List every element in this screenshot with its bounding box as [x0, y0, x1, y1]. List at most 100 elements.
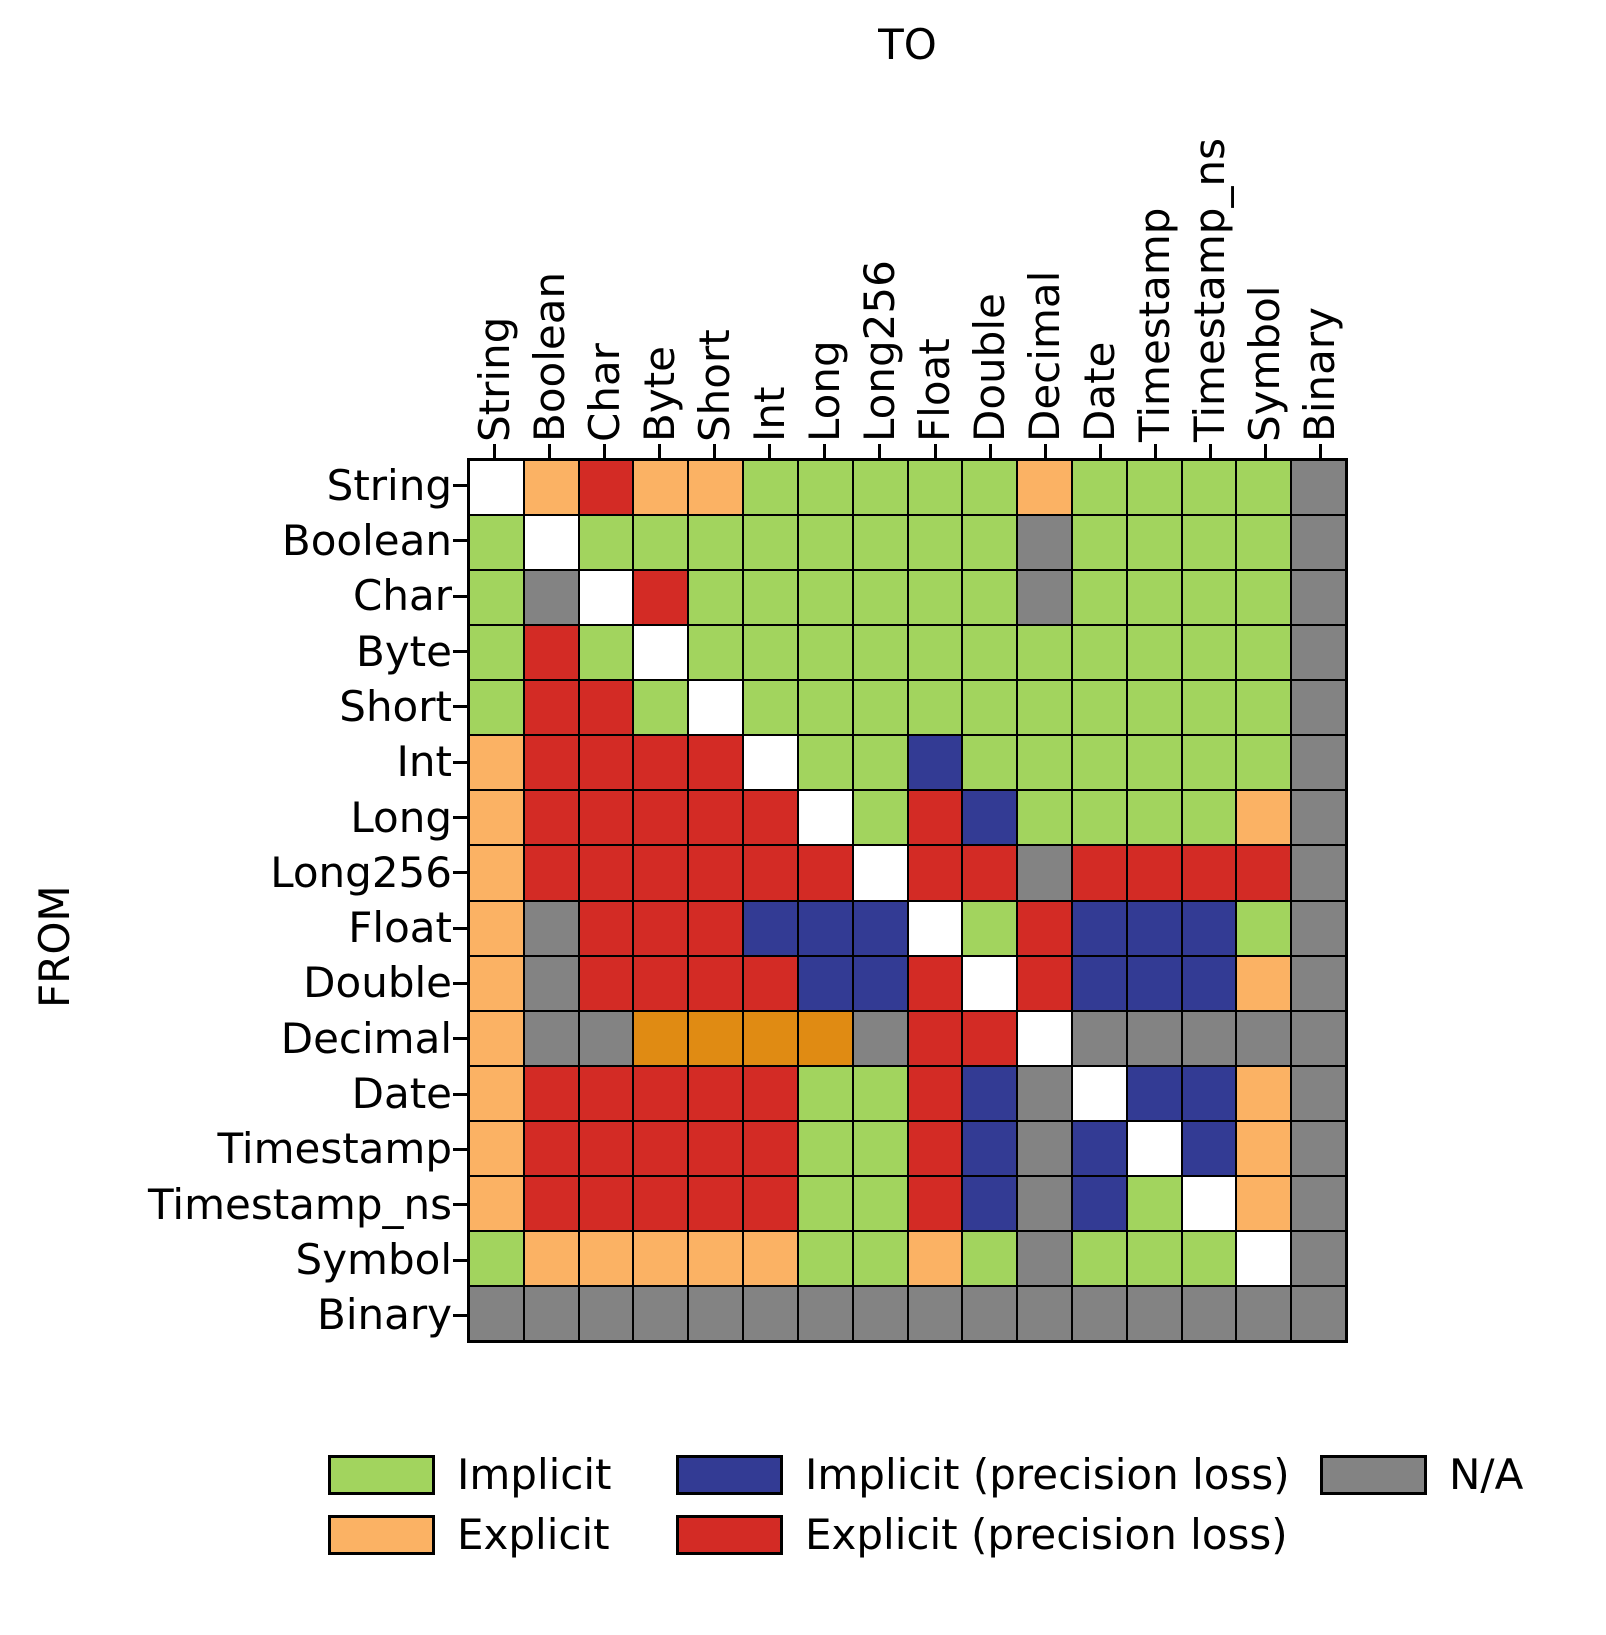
matrix-cell-Timestamp_ns-to-Long256: [852, 1175, 908, 1231]
matrix-cell-Int-to-Float: [907, 735, 963, 791]
matrix-cell-Byte-to-Char: [578, 625, 634, 681]
matrix-cell-Double-to-Short: [688, 955, 744, 1011]
matrix-cell-Decimal-to-Byte: [633, 1010, 689, 1066]
column-label-Boolean: Boolean: [524, 271, 574, 442]
top-tick-mark: [878, 444, 882, 458]
matrix-cell-Decimal-to-Long: [797, 1010, 853, 1066]
matrix-cell-Float-to-Long: [797, 900, 853, 956]
top-tick-mark: [658, 444, 662, 458]
matrix-cell-Int-to-Binary: [1291, 735, 1346, 791]
column-label-Byte: Byte: [634, 346, 684, 442]
matrix-cell-Boolean-to-Timestamp: [1126, 515, 1182, 571]
matrix-cell-Long-to-Timestamp_ns: [1181, 790, 1237, 846]
matrix-cell-Timestamp-to-Long: [797, 1120, 853, 1176]
matrix-cell-Byte-to-Float: [907, 625, 963, 681]
matrix-cell-Timestamp-to-Symbol: [1236, 1120, 1292, 1176]
matrix-cell-Long-to-Symbol: [1236, 790, 1292, 846]
matrix-cell-Char-to-Boolean: [523, 570, 579, 626]
matrix-cell-Symbol-to-Short: [688, 1230, 744, 1286]
matrix-cell-Timestamp_ns-to-Float: [907, 1175, 963, 1231]
x-axis-title: TO: [878, 20, 937, 69]
matrix-cell-Long-to-Long256: [852, 790, 908, 846]
matrix-cell-Boolean-to-Float: [907, 515, 963, 571]
row-label-Decimal: Decimal: [280, 1013, 452, 1063]
matrix-cell-String-to-Int: [743, 460, 798, 516]
matrix-cell-Symbol-to-Float: [907, 1230, 963, 1286]
matrix-cell-Date-to-Long: [797, 1065, 853, 1121]
matrix-cell-String-to-String: [469, 460, 524, 516]
top-tick-mark: [1043, 444, 1047, 458]
left-tick-mark: [453, 594, 467, 598]
matrix-cell-Float-to-String: [469, 900, 524, 956]
legend-label: Implicit (precision loss): [805, 1450, 1290, 1499]
matrix-cell-Binary-to-Timestamp_ns: [1181, 1285, 1237, 1341]
matrix-cell-Float-to-Double: [962, 900, 1018, 956]
matrix-cell-String-to-Char: [578, 460, 634, 516]
matrix-cell-Long256-to-Decimal: [1017, 845, 1072, 901]
matrix-cell-Short-to-Boolean: [523, 680, 579, 736]
matrix-cell-Byte-to-Int: [743, 625, 798, 681]
matrix-cell-Float-to-Long256: [852, 900, 908, 956]
matrix-cell-String-to-Boolean: [523, 460, 579, 516]
matrix-cell-Binary-to-Long256: [852, 1285, 908, 1341]
matrix-cell-Int-to-Long256: [852, 735, 908, 791]
matrix-cell-Float-to-Timestamp: [1126, 900, 1182, 956]
matrix-cell-Symbol-to-Char: [578, 1230, 634, 1286]
matrix-cell-Long-to-Double: [962, 790, 1018, 846]
matrix-cell-Double-to-Date: [1071, 955, 1127, 1011]
left-tick-mark: [453, 1037, 467, 1041]
matrix-cell-Boolean-to-String: [469, 515, 524, 571]
matrix-cell-Symbol-to-Long256: [852, 1230, 908, 1286]
matrix-cell-Int-to-Decimal: [1017, 735, 1072, 791]
matrix-cell-Char-to-Short: [688, 570, 744, 626]
matrix-cell-Date-to-Short: [688, 1065, 744, 1121]
matrix-cell-Long256-to-Timestamp_ns: [1181, 845, 1237, 901]
matrix-cell-Long-to-Short: [688, 790, 744, 846]
matrix-cell-Timestamp_ns-to-Byte: [633, 1175, 689, 1231]
matrix-cell-Byte-to-Binary: [1291, 625, 1346, 681]
left-tick-mark: [453, 1258, 467, 1262]
matrix-cell-Decimal-to-Date: [1071, 1010, 1127, 1066]
matrix-cell-Boolean-to-Int: [743, 515, 798, 571]
matrix-cell-Double-to-Long: [797, 955, 853, 1011]
legend-label: Implicit: [457, 1450, 612, 1499]
left-tick-mark: [453, 981, 467, 985]
matrix-cell-Symbol-to-Long: [797, 1230, 853, 1286]
column-label-Decimal: Decimal: [1020, 270, 1070, 442]
matrix-cell-Double-to-Float: [907, 955, 963, 1011]
top-tick-mark: [823, 444, 827, 458]
matrix-cell-Timestamp_ns-to-Timestamp: [1126, 1175, 1182, 1231]
matrix-cell-Timestamp_ns-to-Short: [688, 1175, 744, 1231]
row-label-Binary: Binary: [317, 1290, 452, 1340]
matrix-cell-Binary-to-Timestamp: [1126, 1285, 1182, 1341]
matrix-cell-Date-to-Char: [578, 1065, 634, 1121]
matrix-cell-Timestamp-to-Timestamp_ns: [1181, 1120, 1237, 1176]
row-label-Float: Float: [348, 903, 452, 953]
matrix-cell-Timestamp_ns-to-Int: [743, 1175, 798, 1231]
matrix-cell-String-to-Symbol: [1236, 460, 1292, 516]
row-label-Byte: Byte: [356, 626, 452, 676]
matrix-cell-Byte-to-Long: [797, 625, 853, 681]
matrix-cell-Float-to-Decimal: [1017, 900, 1072, 956]
matrix-cell-Short-to-Timestamp: [1126, 680, 1182, 736]
matrix-cell-Decimal-to-Timestamp_ns: [1181, 1010, 1237, 1066]
matrix-cell-Short-to-Byte: [633, 680, 689, 736]
matrix-cell-Date-to-String: [469, 1065, 524, 1121]
row-label-Long: Long: [350, 792, 452, 842]
matrix-cell-Float-to-Date: [1071, 900, 1127, 956]
legend-label: N/A: [1449, 1450, 1524, 1499]
left-tick-mark: [453, 1203, 467, 1207]
row-label-Timestamp_ns: Timestamp_ns: [148, 1179, 452, 1229]
matrix-cell-Timestamp_ns-to-String: [469, 1175, 524, 1231]
column-label-Double: Double: [965, 293, 1015, 442]
matrix-cell-Timestamp_ns-to-Date: [1071, 1175, 1127, 1231]
matrix-cell-Char-to-Long256: [852, 570, 908, 626]
matrix-cell-Timestamp_ns-to-Boolean: [523, 1175, 579, 1231]
matrix-cell-Timestamp-to-Binary: [1291, 1120, 1346, 1176]
heatmap-grid: [467, 458, 1348, 1343]
left-tick-mark: [453, 1092, 467, 1096]
matrix-cell-Float-to-Boolean: [523, 900, 579, 956]
matrix-cell-Decimal-to-Timestamp: [1126, 1010, 1182, 1066]
matrix-cell-Double-to-Decimal: [1017, 955, 1072, 1011]
matrix-cell-Double-to-Double: [962, 955, 1018, 1011]
